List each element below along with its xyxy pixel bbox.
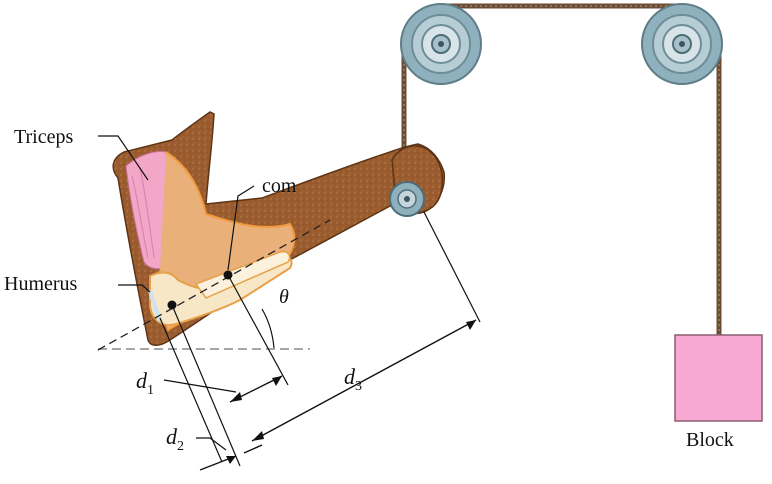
theta-label: θ: [279, 286, 289, 308]
humerus-label: Humerus: [4, 273, 78, 295]
dimension-lines: [159, 211, 481, 471]
triceps-label: Triceps: [14, 126, 73, 148]
com-label: com: [262, 175, 297, 197]
block-label: Block: [686, 429, 734, 451]
block: [674, 334, 763, 422]
d3-label: d3: [344, 364, 362, 394]
hand-pulley: [389, 181, 425, 217]
label-leaders: [98, 135, 255, 451]
arm: [112, 111, 446, 346]
pulley-left: [400, 3, 482, 85]
forearm-axis: [97, 219, 331, 351]
pulley-right: [641, 3, 723, 85]
d1-label: d1: [136, 368, 154, 398]
d2-label: d2: [166, 424, 184, 454]
theta-arc: [261, 308, 275, 349]
